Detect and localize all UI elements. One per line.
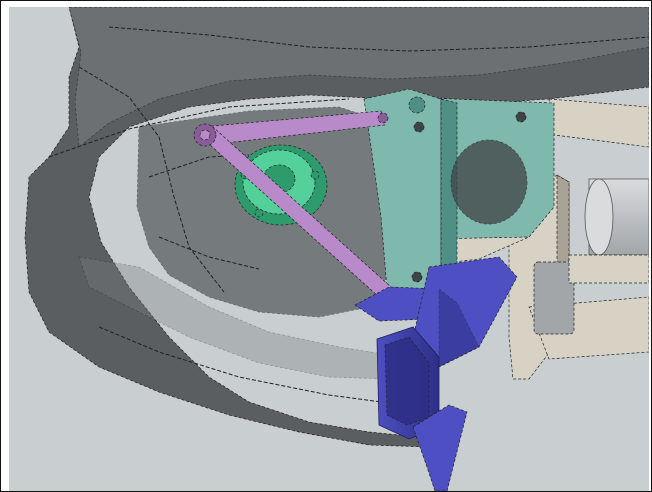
bolt-3 xyxy=(411,271,423,283)
housing-ridge-a xyxy=(48,98,350,158)
housing-top-rim xyxy=(68,7,649,148)
motor-end-cap xyxy=(584,178,614,256)
upper-plate xyxy=(548,98,649,148)
beam-shadow-edge xyxy=(438,288,480,368)
link-pivot-inner xyxy=(199,129,211,141)
bolt-2 xyxy=(515,111,527,123)
bearing-bolt-b xyxy=(310,170,320,180)
teal-bracket-hole-top xyxy=(408,96,426,114)
housing-ridge-c xyxy=(98,326,390,404)
housing-ridge-d xyxy=(108,26,649,52)
teal-bracket xyxy=(363,88,555,300)
link-arms xyxy=(193,110,392,298)
beam-fin xyxy=(412,404,468,491)
cad-scene xyxy=(24,7,649,491)
gusset-plate xyxy=(533,261,575,335)
teal-bracket-window xyxy=(450,139,528,225)
beam-opening xyxy=(384,336,430,426)
motor-cylinder xyxy=(568,178,649,284)
link-end-pin xyxy=(377,112,389,124)
blue-beam xyxy=(354,256,518,491)
cad-viewport xyxy=(9,7,649,491)
housing-ridge-e xyxy=(148,154,250,178)
bearing-bolt-c xyxy=(254,208,264,218)
housing-ridge-b xyxy=(78,66,225,293)
bearing-unit xyxy=(234,144,328,226)
bolt-1 xyxy=(413,121,425,133)
motor-base xyxy=(568,254,649,284)
